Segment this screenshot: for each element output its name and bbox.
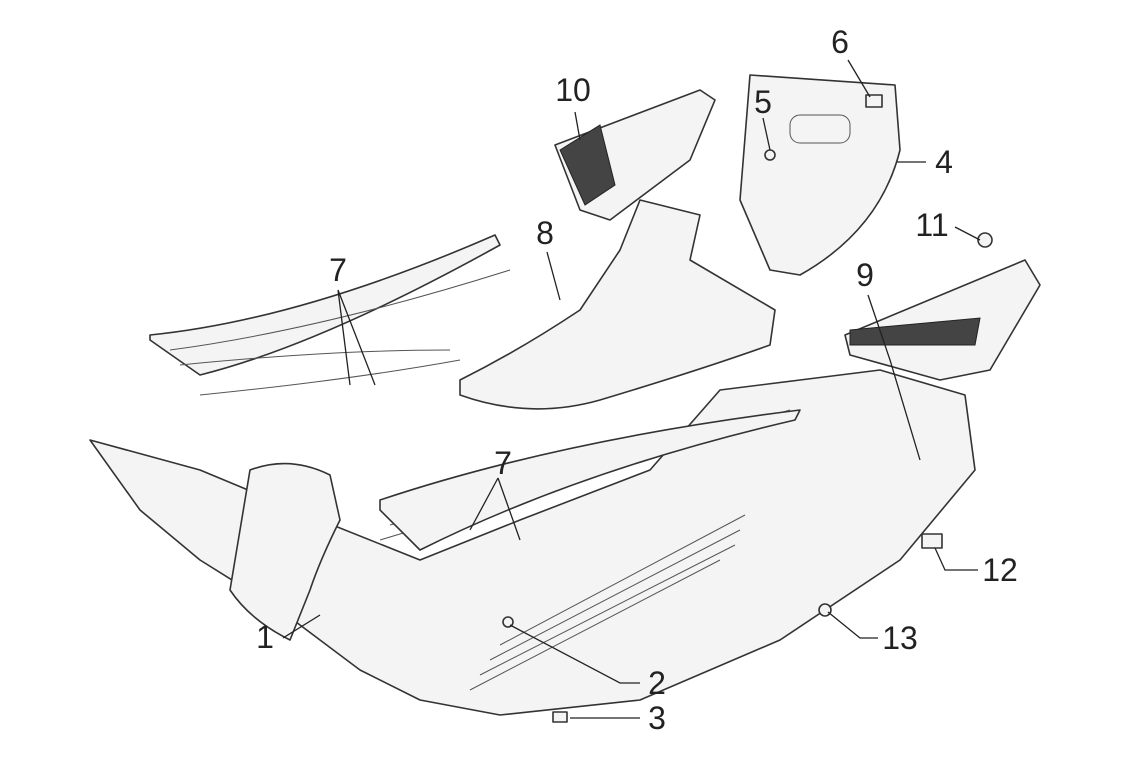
part-2-screw: [502, 616, 514, 628]
part-11-screw: [977, 232, 993, 248]
part-7-strips-upper: [149, 234, 501, 376]
part-3-clip: [552, 711, 568, 723]
callout-4: 4: [935, 144, 953, 180]
part-12-clip: [921, 533, 943, 549]
floor-ribs: [379, 409, 791, 691]
callout-1: 1: [256, 619, 274, 655]
part-1-floor-panel: [89, 369, 976, 716]
callout-11: 11: [915, 207, 949, 243]
part-8-tunnel-cover: [459, 199, 776, 410]
part-13-fastener: [818, 603, 832, 617]
part-5-screw: [764, 149, 776, 161]
callout-6: 6: [831, 24, 849, 60]
callout-8: 8: [536, 215, 554, 251]
part-7-strips-lower: [379, 409, 801, 551]
callout-10: 10: [555, 72, 591, 108]
callout-12: 12: [982, 552, 1018, 588]
callout-2: 2: [648, 665, 666, 701]
part-6-clip: [865, 94, 883, 108]
part-4-cover: [739, 74, 901, 276]
callout-13: 13: [882, 620, 918, 656]
part-9-footrest: [844, 259, 1041, 381]
callout-9: 9: [856, 257, 874, 293]
callout-3: 3: [648, 700, 666, 736]
part-1-front-tunnel: [229, 462, 341, 641]
callout-5: 5: [754, 84, 772, 120]
leader-lines: [282, 59, 981, 719]
callout-7-lower: 7: [494, 445, 512, 481]
callout-7-upper: 7: [329, 252, 347, 288]
